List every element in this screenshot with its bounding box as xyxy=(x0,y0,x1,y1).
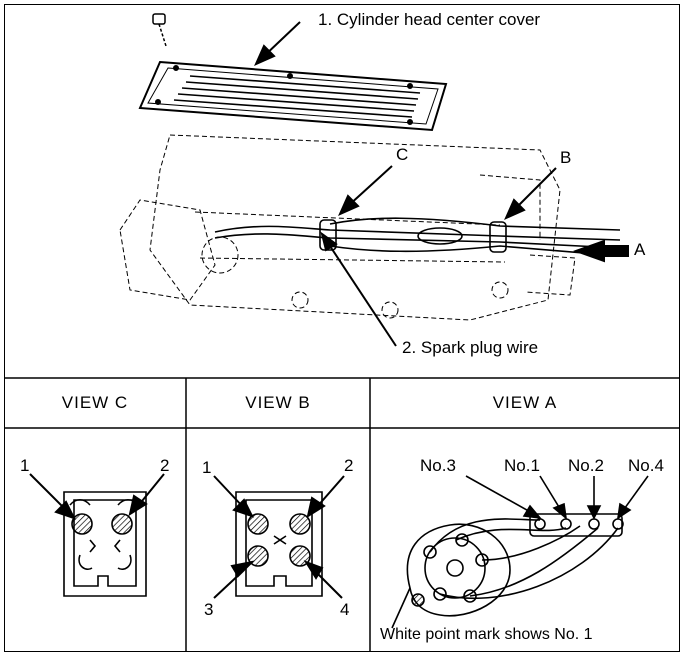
engine-outline xyxy=(119,134,576,321)
view-c-clip xyxy=(63,491,147,597)
view-c-pointers xyxy=(29,473,165,520)
view-b-pointers xyxy=(213,475,345,599)
view-a-note: White point mark shows No. 1 xyxy=(380,626,593,643)
label-cylinder-head-cover: 1. Cylinder head center cover xyxy=(318,10,541,29)
diagram-frame xyxy=(4,4,680,652)
view-a-pointers xyxy=(465,475,649,520)
view-b-label-4: 4 xyxy=(340,600,350,619)
view-c-label-2: 2 xyxy=(160,456,170,475)
label-arrow-a: A xyxy=(634,240,646,259)
view-a-label-no2: No.2 xyxy=(568,456,604,475)
section-dividers xyxy=(4,377,680,652)
view-a-distributor xyxy=(391,513,624,629)
cylinder-head-cover xyxy=(138,60,448,132)
view-a-label-no4: No.4 xyxy=(628,456,664,475)
label-arrow-b: B xyxy=(560,148,572,167)
label-spark-plug-wire: 2. Spark plug wire xyxy=(402,338,539,357)
view-b-label-3: 3 xyxy=(204,600,214,619)
view-b-label-2: 2 xyxy=(344,456,354,475)
view-c-title: VIEW C xyxy=(61,393,129,412)
view-a-label-no3: No.3 xyxy=(420,456,456,475)
view-a-title: VIEW A xyxy=(492,393,558,412)
label-arrow-c: C xyxy=(396,145,409,164)
bolt-icon xyxy=(152,13,167,47)
view-b-title: VIEW B xyxy=(245,393,311,412)
view-c-label-1: 1 xyxy=(20,456,30,475)
view-a-label-no1: No.1 xyxy=(504,456,540,475)
callout-arrows-top xyxy=(254,21,629,347)
view-b-label-1: 1 xyxy=(202,458,212,477)
spark-plug-wire-harness xyxy=(214,217,621,257)
